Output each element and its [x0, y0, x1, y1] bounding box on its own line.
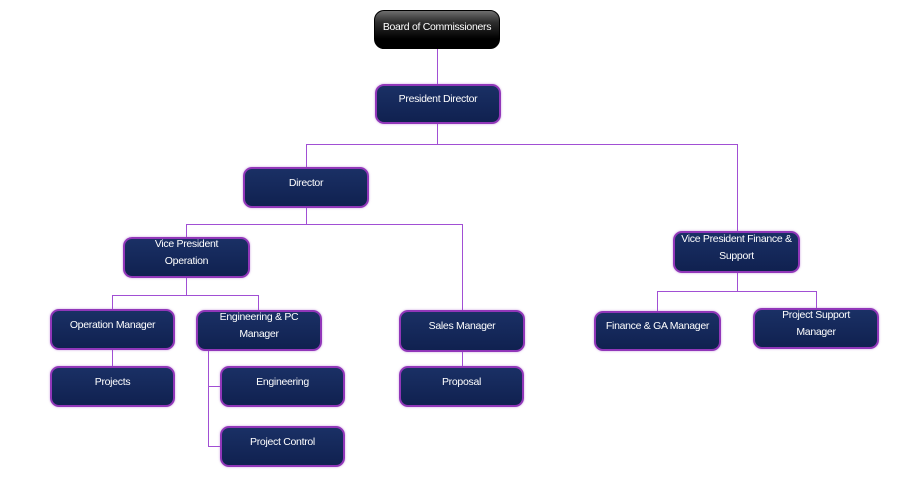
connector-vp-finance-stem: [737, 273, 738, 291]
connector-drop-eng-pc-manager: [258, 295, 259, 310]
org-node-operation-manager: Operation Manager: [50, 309, 175, 350]
connector-vp-operation-children-horizontal: [112, 295, 258, 296]
org-node-project-control: Project Control: [220, 426, 345, 467]
connector-operation-manager-to-projects: [112, 350, 113, 366]
connector-drop-finance-ga-manager: [657, 291, 658, 311]
connector-stub-project-control: [208, 446, 220, 447]
org-node-proposal: Proposal: [399, 366, 524, 407]
org-node-engineering: Engineering: [220, 366, 345, 407]
connector-drop-sales-manager: [462, 224, 463, 310]
connector-drop-project-support-manager: [816, 291, 817, 308]
org-node-director: Director: [243, 167, 369, 208]
org-node-sales-manager: Sales Manager: [399, 310, 525, 352]
connector-vp-finance-children-horizontal: [657, 291, 817, 292]
connector-drop-vp-finance: [737, 144, 738, 231]
org-node-vice-president-operation: Vice President Operation: [123, 237, 250, 278]
connector-drop-operation-manager: [112, 295, 113, 309]
connector-drop-vp-operation: [186, 224, 187, 237]
connector-president-stem: [437, 124, 438, 144]
org-node-projects: Projects: [50, 366, 175, 407]
org-node-vice-president-finance-support: Vice President Finance & Support: [673, 231, 800, 273]
connector-drop-director: [306, 144, 307, 167]
org-node-project-support-manager: Project Support Manager: [753, 308, 879, 349]
org-node-president-director: President Director: [375, 84, 501, 124]
connector-director-children-horizontal: [186, 224, 463, 225]
connector-director-stem: [306, 208, 307, 224]
connector-board-to-president: [437, 49, 438, 84]
connector-vp-operation-stem: [186, 278, 187, 295]
org-node-engineering-pc-manager: Engineering & PC Manager: [196, 310, 322, 351]
connector-sales-manager-to-proposal: [462, 352, 463, 366]
org-node-finance-ga-manager: Finance & GA Manager: [594, 311, 721, 351]
connector-stub-engineering: [208, 386, 220, 387]
connector-level2-horizontal: [306, 144, 738, 145]
connector-eng-pc-hanging-vertical: [208, 351, 209, 447]
org-node-board-of-commissioners: Board of Commissioners: [374, 10, 500, 49]
